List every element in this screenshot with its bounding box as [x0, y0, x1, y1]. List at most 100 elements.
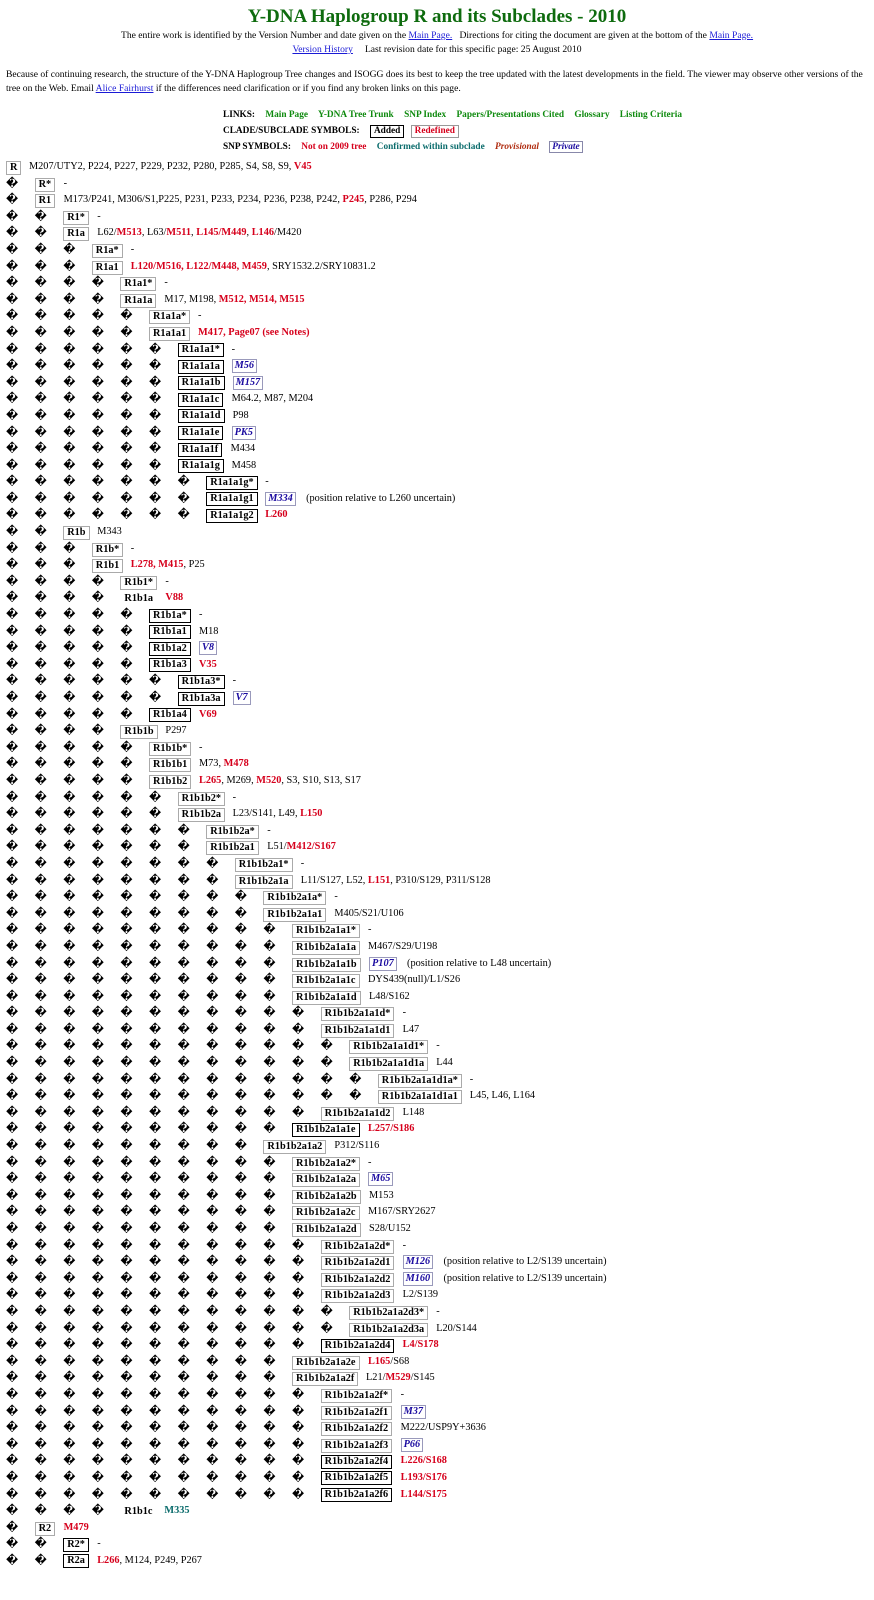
tree-bullet: �: [63, 957, 76, 970]
snp-list: P297: [165, 723, 186, 740]
snp-list: M222/USP9Y+3636: [401, 1420, 486, 1437]
tree-bullet: �: [149, 360, 162, 373]
tree-bullet: �: [263, 1189, 276, 1202]
tree-bullet: �: [6, 1272, 19, 1285]
email-link[interactable]: Alice Fairhurst: [95, 83, 154, 94]
snp-text: L265: [199, 774, 222, 786]
link-listing-criteria[interactable]: Listing Criteria: [619, 110, 683, 120]
tree-bullet: �: [263, 1123, 276, 1136]
tree-bullet: �: [34, 725, 47, 738]
snp-text: -: [402, 1239, 407, 1251]
snp-symbols-label: SNP SYMBOLS:: [223, 142, 291, 152]
snp-text: M513: [116, 227, 142, 239]
clade-label: R1b1b2a1a2f: [292, 1372, 359, 1387]
snp-list: L120/M516, L122/M448, M459, SRY1532.2/SR…: [131, 259, 376, 276]
snp-list: M405/S21/U106: [334, 906, 403, 923]
tree-bullet: �: [91, 1305, 105, 1318]
clade-label: R1b1b2a1a2: [263, 1140, 327, 1155]
tree-bullet: �: [177, 1206, 190, 1219]
snp-list: L21/M529/S145: [366, 1370, 435, 1387]
main-page-link[interactable]: Main Page.: [408, 30, 453, 41]
tree-bullet: �: [34, 1057, 47, 1070]
link-main-page[interactable]: Main Page: [265, 110, 308, 120]
tree-bullet: �: [149, 1140, 162, 1153]
tree-bullet: �: [91, 1140, 105, 1153]
clade-label: R1b1b2: [149, 774, 192, 789]
tree-bullet: �: [234, 1140, 248, 1153]
tree-bullet: �: [63, 658, 76, 671]
tree-bullet: �: [120, 708, 133, 721]
tree-bullet: �: [63, 1289, 76, 1302]
tree-bullet: �: [63, 758, 76, 771]
tree-bullet: �: [263, 1355, 276, 1368]
tree-bullet: �: [6, 227, 19, 240]
tree-bullet: �: [91, 1256, 105, 1269]
snp-text: -: [232, 675, 237, 687]
tree-bullet: �: [34, 658, 47, 671]
tree-bullet: �: [206, 1322, 219, 1335]
snp-text: L48/S162: [369, 990, 410, 1002]
tree-bullet: �: [177, 1256, 190, 1269]
clade-label: R1b1b2a1a1e: [292, 1122, 360, 1137]
tree-bullet: �: [34, 409, 47, 422]
tree-bullet: �: [120, 1223, 133, 1235]
tree-bullet: �: [63, 990, 76, 1003]
tree-bullet: �: [34, 741, 47, 754]
snp-text: DYS439(null)/L1/S26: [368, 974, 461, 986]
main-page-link-2[interactable]: Main Page.: [709, 30, 754, 41]
snp-list: V88: [165, 590, 183, 607]
tree-bullet: �: [149, 808, 162, 821]
tree-bullet: �: [120, 625, 133, 638]
tree-bullet: �: [206, 857, 219, 870]
tree-bullet: �: [6, 343, 19, 356]
tree-bullet: �: [177, 1073, 190, 1086]
tree-bullet: �: [6, 1455, 19, 1468]
clade-label: R1b1b1: [149, 758, 192, 773]
tree-bullet: �: [6, 243, 19, 256]
tree-bullet: �: [177, 857, 190, 870]
tree-bullet: �: [349, 1090, 362, 1103]
tree-bullet: �: [63, 609, 76, 622]
link-papers[interactable]: Papers/Presentations Cited: [456, 110, 565, 120]
tree-bullet: �: [63, 642, 76, 655]
tree-bullet: �: [149, 492, 162, 505]
tree-bullet: �: [34, 1256, 47, 1269]
tree-bullet: �: [149, 476, 162, 489]
snp-list: -: [267, 823, 270, 840]
tree-bullet: �: [234, 990, 248, 1003]
tree-bullet: �: [149, 1090, 162, 1103]
link-snp-index[interactable]: SNP Index: [404, 110, 447, 120]
tree-bullet: �: [206, 1156, 219, 1169]
tree-bullet: �: [63, 1156, 76, 1169]
tree-bullet: �: [91, 1289, 105, 1302]
tree-bullet: �: [292, 1106, 305, 1119]
snp-text: P98: [232, 409, 249, 421]
tree-bullet: �: [6, 1173, 19, 1186]
version-history-link[interactable]: Version History: [292, 44, 353, 55]
tree-bullet: �: [149, 1123, 162, 1136]
clade-label: R1b1b2a1a2e: [292, 1355, 360, 1370]
snp-text: S28/U152: [369, 1223, 411, 1234]
snp-list: -: [403, 1238, 406, 1255]
tree-bullet: �: [149, 1355, 162, 1368]
tree-bullet: �: [206, 1289, 219, 1302]
tree-bullet: �: [292, 1023, 305, 1036]
links-label: LINKS:: [223, 110, 256, 120]
clade-label: R1b1b2a1a2d2: [320, 1272, 395, 1287]
link-glossary[interactable]: Glossary: [574, 110, 610, 120]
tree-bullet: �: [263, 1256, 276, 1269]
tree-bullet: �: [234, 974, 248, 987]
snp-text: -: [130, 542, 135, 554]
tree-bullet: �: [149, 1156, 162, 1169]
tree-bullet: �: [63, 476, 76, 489]
snp-list: V7: [232, 690, 251, 707]
tree-bullet: �: [34, 227, 47, 240]
tree-bullet: �: [234, 1206, 248, 1219]
tree-bullet: �: [34, 1272, 47, 1285]
tree-bullet: �: [63, 310, 76, 323]
tree-bullet: �: [234, 1455, 248, 1468]
link-tree-trunk[interactable]: Y-DNA Tree Trunk: [317, 110, 394, 120]
clade-label: R1a1: [91, 260, 123, 275]
tree-bullet: �: [34, 692, 47, 704]
tree-bullet: �: [63, 575, 76, 588]
